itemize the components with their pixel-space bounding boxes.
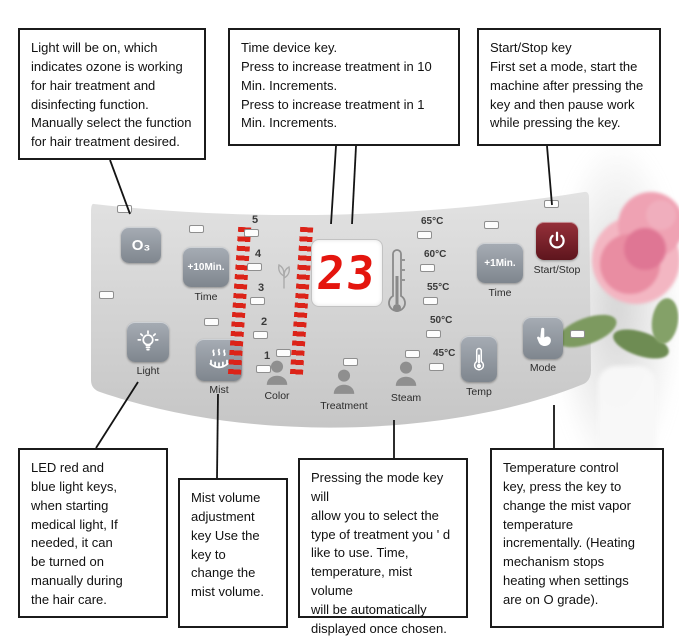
plus10min-button[interactable]: +10Min. [183,247,229,287]
o3-button[interactable]: O₃ [121,227,161,263]
callout-temperature: Temperature control key, press the key t… [490,448,664,628]
o3-indicator-lamp [117,205,132,213]
callout-led: LED red and blue light keys, when starti… [18,448,168,618]
temp-indicator-lamp [426,330,441,338]
temp-scale-label: 55°C [427,282,450,293]
steam-indicator-lamp [405,350,420,358]
callout-start-stop: Start/Stop key First set a mode, start t… [477,28,661,146]
temp-button[interactable] [461,336,497,382]
plant-icon [278,263,290,289]
level-indicator-lamp [244,229,259,237]
lightbulb-icon [137,330,159,351]
time-caption-right: Time [488,287,512,299]
start-stop-indicator-lamp [544,200,559,208]
temp-indicator-lamp [420,264,435,272]
time-display-value: 23 [314,246,380,300]
time-display: 23 [311,239,383,307]
power-icon [549,231,565,249]
level-indicator-lamp [253,331,268,339]
level-indicator-lamp [250,297,265,305]
press-hand-icon [537,327,551,346]
plus1min-button-label: +1Min. [484,257,516,269]
temp-scale-label: 60°C [424,249,447,260]
plus1min-button[interactable]: +1Min. [477,243,523,283]
level-indicator-lamp [256,365,271,373]
steam-caption: Steam [390,392,422,404]
callout-mode: Pressing the mode key will allow you to … [298,458,468,636]
light-indicator-lamp [99,291,114,299]
callout-time: Time device key. Press to increase treat… [228,28,460,146]
callout-mist: Mist volume adjustment key Use the key t… [178,478,288,628]
treatment-indicator-lamp [343,358,358,366]
thermometer-icon [388,249,406,312]
light-button[interactable] [127,322,169,362]
temp-caption: Temp [466,386,492,398]
mist-indicator-lamp [204,318,219,326]
temp-indicator-lamp [417,231,432,239]
plus1min-indicator-lamp [484,221,499,229]
start-stop-button[interactable] [536,222,578,260]
head-silhouette-icon [395,361,417,386]
callout-light: Light will be on, which indicates ozone … [18,28,206,160]
temp-scale-label: 50°C [430,315,453,326]
temp-indicator-lamp [423,297,438,305]
level-indicator-lamp [247,263,262,271]
color-caption: Color [264,390,290,402]
temp-scale-label: 65°C [421,216,444,227]
start-stop-caption: Start/Stop [533,264,581,276]
level-number: 2 [260,316,268,328]
head-silhouette-icon [266,360,288,385]
mode-caption: Mode [529,362,557,374]
mode-button[interactable] [523,317,563,359]
light-caption: Light [136,365,160,377]
o3-button-label: O₃ [131,236,151,254]
level-number: 4 [254,248,262,260]
temp-indicator-lamp [429,363,444,371]
level-number: 5 [251,214,259,226]
level-number: 1 [263,350,271,362]
time-caption-left: Time [194,291,218,303]
head-silhouette-icon [333,369,355,394]
mode-indicator-lamp [570,330,585,338]
mist-hand-icon [209,348,229,369]
control-panel-body [91,191,591,428]
treatment-caption: Treatment [320,400,368,412]
plus10min-indicator-lamp [189,225,204,233]
thermometer-key-icon [473,347,485,371]
temp-scale-label: 45°C [433,348,456,359]
plus10min-button-label: +10Min. [187,261,225,273]
color-indicator-lamp [276,349,291,357]
mist-caption: Mist [209,384,229,396]
level-number: 3 [257,282,265,294]
